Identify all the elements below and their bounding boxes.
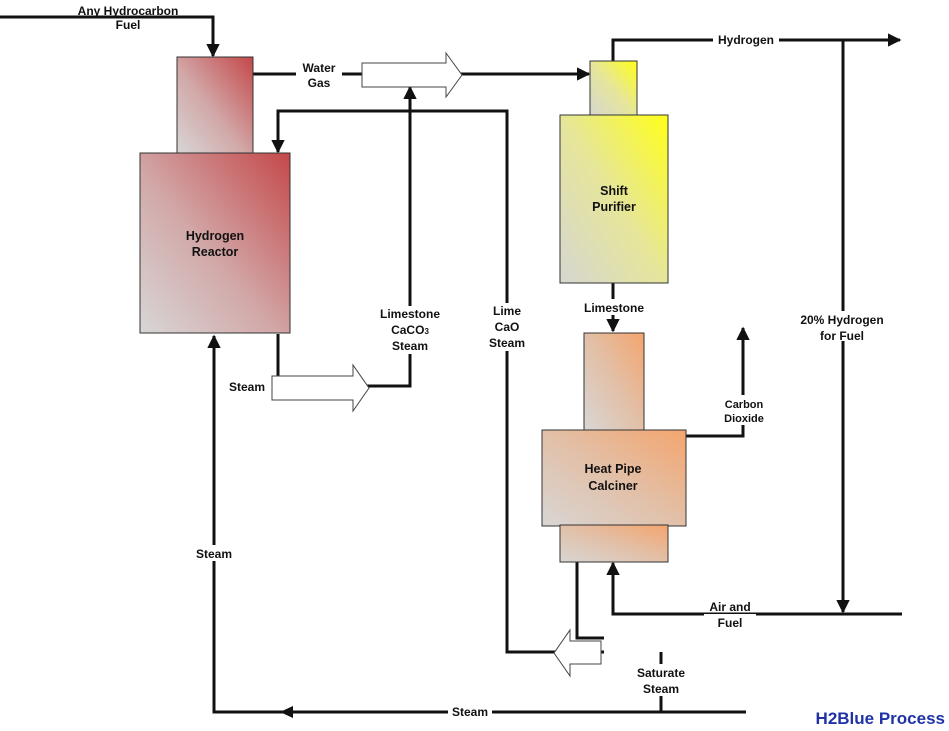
purifier-body (559, 114, 669, 284)
hollow-arrow-water-gas (361, 51, 463, 99)
label-co2-2: Dioxide (724, 413, 764, 425)
line-hydrogen-out (611, 33, 902, 61)
hydrogen-reactor: Hydrogen Reactor (139, 56, 291, 334)
flow-arrows (271, 51, 602, 678)
label-lime: Lime (493, 304, 521, 318)
label-fuel: Fuel (718, 616, 743, 630)
label-caco3-sub: 3 (424, 327, 429, 336)
line-lime-loop (271, 109, 604, 654)
mask-limestone-out (578, 299, 650, 315)
line-co2 (686, 326, 750, 438)
calciner-base (559, 524, 669, 563)
label-fuel-in-2: Fuel (116, 18, 141, 32)
heat-pipe-calciner: Heat Pipe Calciner (541, 332, 687, 563)
mask-steam-reactor (225, 379, 271, 395)
stream-labels: Any Hydrocarbon Fuel Water Gas Hydrogen … (78, 4, 893, 720)
label-limestone-mix: Limestone (380, 307, 440, 321)
label-caco3-base: CaCO (391, 323, 424, 337)
purifier-label-2: Purifier (592, 200, 636, 214)
label-saturate: Saturate (637, 666, 685, 680)
hollow-arrow-steam (271, 363, 370, 413)
purifier-label-1: Shift (600, 184, 629, 198)
line-steam-bottom (207, 334, 746, 714)
label-gas: Gas (308, 76, 331, 90)
mask-hydrogen (713, 33, 779, 47)
label-steam-bottom: Steam (452, 705, 488, 719)
label-steam-left: Steam (196, 547, 232, 561)
label-water: Water (303, 61, 336, 75)
reactor-label-2: Reactor (192, 245, 239, 259)
hollow-arrow-saturator (553, 628, 602, 678)
process-lines (0, 15, 902, 718)
reactor-label-1: Hydrogen (186, 229, 244, 243)
line-air-fuel (606, 561, 902, 616)
mask-hydrogen-fuel (793, 311, 893, 341)
mask-saturate (630, 664, 692, 696)
label-limestone-out: Limestone (584, 301, 644, 315)
label-co2-1: Carbon (725, 399, 764, 411)
mask-lime (483, 303, 531, 351)
purifier-top (589, 60, 638, 117)
mask-steam-bottom (448, 704, 492, 720)
label-hydrogen: Hydrogen (718, 33, 774, 47)
label-cao: CaO (495, 320, 520, 334)
label-fuel-in-1: Any Hydrocarbon (78, 4, 179, 18)
reactor-body (139, 152, 291, 334)
label-caco3: CaCO3 (391, 323, 429, 337)
line-calciner-bottom (575, 562, 604, 640)
calciner-label-2: Calciner (588, 479, 637, 493)
mask-co2 (717, 395, 769, 425)
label-limestone-steam: Steam (392, 339, 428, 353)
label-hydrogen-fuel-1: 20% Hydrogen (800, 313, 883, 327)
calciner-body (541, 429, 687, 527)
label-steam-reactor: Steam (229, 380, 265, 394)
line-fuel-in (0, 15, 220, 58)
label-hydrogen-fuel-2: for Fuel (820, 329, 864, 343)
reactor-top (176, 56, 254, 155)
diagram-title: H2Blue Process (816, 709, 945, 728)
calciner-label-1: Heat Pipe (585, 462, 642, 476)
mask-water-gas (296, 62, 342, 88)
shift-purifier: Shift Purifier (559, 60, 669, 284)
label-lime-steam: Steam (489, 336, 525, 350)
mask-limestone-mix (372, 306, 448, 354)
mask-air-fuel (704, 614, 756, 629)
arrow-steam-bottom (280, 706, 293, 718)
label-saturate-steam: Steam (643, 682, 679, 696)
calciner-top (583, 332, 645, 432)
label-air-and: Air and (709, 600, 750, 614)
mask-steam-left (192, 545, 236, 561)
